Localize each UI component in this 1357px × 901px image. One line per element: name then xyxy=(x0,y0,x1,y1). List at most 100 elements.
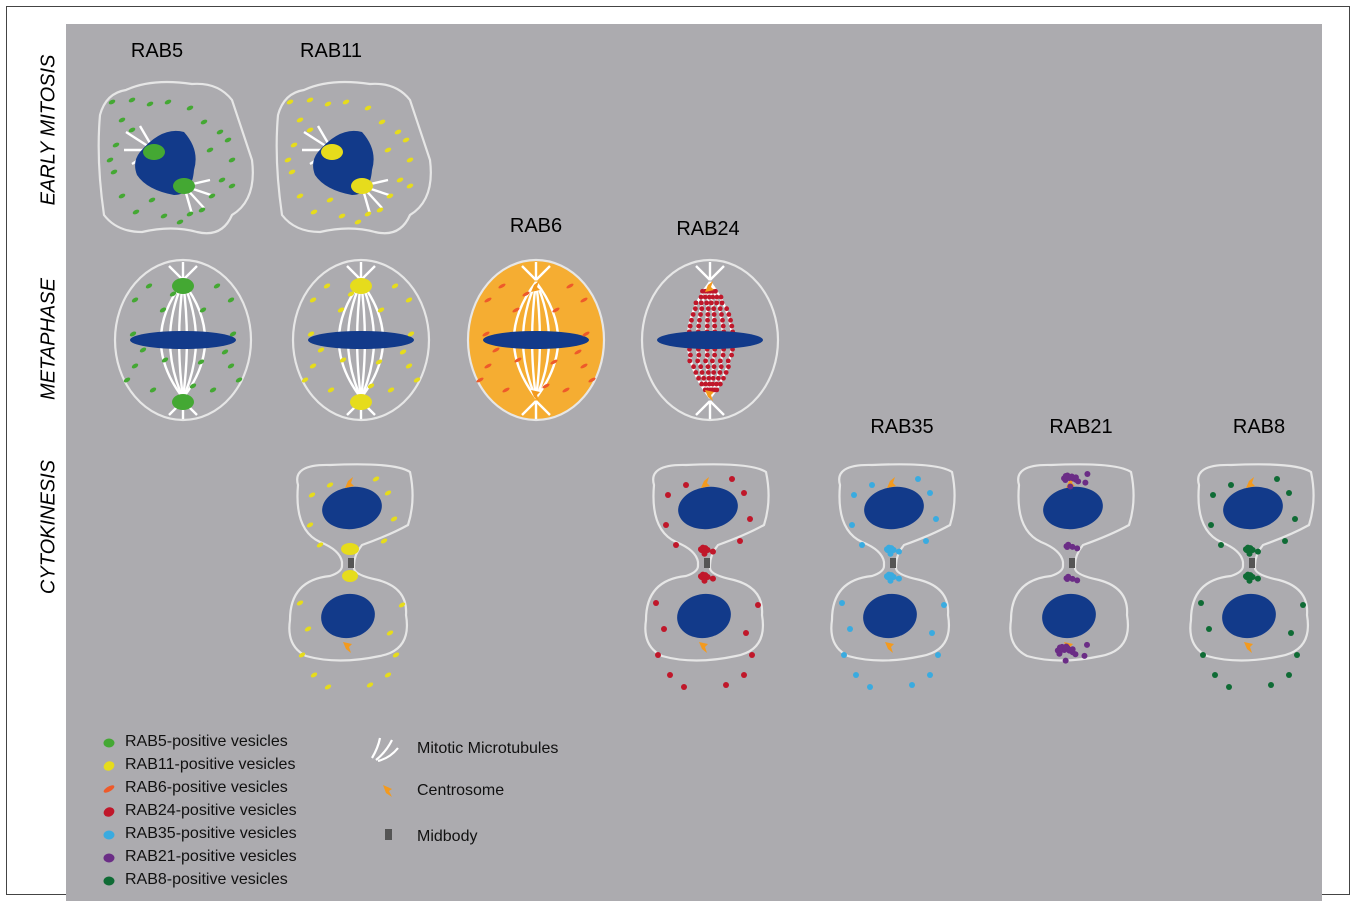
vesicle xyxy=(710,381,716,387)
vesicle xyxy=(106,157,114,163)
vesicle xyxy=(849,522,855,528)
nucleus xyxy=(678,486,738,530)
centrosome xyxy=(531,281,540,292)
vesicle xyxy=(698,364,704,370)
vesicle xyxy=(705,306,711,312)
vesicle xyxy=(580,363,588,369)
vesicle xyxy=(562,387,570,393)
vesicle xyxy=(741,672,747,678)
vesicle xyxy=(112,142,120,148)
vesicle xyxy=(160,213,168,219)
nucleus xyxy=(321,593,375,639)
cell-membrane xyxy=(288,463,414,662)
vesicle xyxy=(309,297,317,303)
vesicle xyxy=(718,364,724,370)
vesicle xyxy=(476,377,484,383)
vesicle xyxy=(148,197,156,203)
vesicle xyxy=(384,490,392,496)
cell-cytokinesis-rab35 xyxy=(830,463,956,690)
legend-label-vesicles-5: RAB21-positive vesicles xyxy=(125,848,297,865)
vesicle xyxy=(1084,470,1091,477)
vesicle xyxy=(1074,577,1081,584)
vesicle xyxy=(324,101,332,107)
nucleus xyxy=(864,486,924,530)
vesicle xyxy=(296,193,304,199)
vesicle xyxy=(726,364,731,370)
vesicle xyxy=(208,193,216,199)
cell-metaphase-rab24 xyxy=(640,258,780,422)
vesicle xyxy=(394,129,402,135)
vesicle xyxy=(228,157,236,163)
vesicle xyxy=(209,387,217,393)
vesicle xyxy=(169,291,177,297)
vesicle xyxy=(717,370,723,375)
centrosome-cluster xyxy=(350,394,372,410)
midbody xyxy=(704,558,710,568)
vesicle xyxy=(681,684,687,690)
column-title-rab11: RAB11 xyxy=(300,40,362,62)
vesicle xyxy=(139,347,147,353)
vesicle xyxy=(712,323,718,329)
vesicle xyxy=(859,542,865,548)
cell-metaphase-rab5 xyxy=(113,258,253,422)
cell-early-mitosis-rab11 xyxy=(275,80,432,235)
vesicle xyxy=(710,375,716,381)
legend-swatch-6 xyxy=(103,876,115,886)
midbody-cluster xyxy=(342,570,358,582)
vesicle xyxy=(887,577,894,584)
vesicle xyxy=(696,375,701,381)
cell-membrane xyxy=(275,80,432,235)
vesicle xyxy=(720,352,726,358)
vesicle xyxy=(655,652,661,658)
vesicle xyxy=(566,283,574,289)
vesicle xyxy=(316,542,324,548)
vesicle xyxy=(711,306,717,312)
legend-swatch-0 xyxy=(103,738,115,748)
vesicle xyxy=(1247,545,1254,552)
vesicle xyxy=(128,97,136,103)
vesicle xyxy=(1067,483,1074,490)
vesicle xyxy=(729,352,735,358)
vesicle xyxy=(323,283,331,289)
vesicle xyxy=(909,682,915,688)
vesicle xyxy=(1274,476,1280,482)
microtubule xyxy=(182,265,198,281)
vesicle xyxy=(717,358,723,364)
vesicle xyxy=(1072,474,1079,481)
vesicle xyxy=(542,383,550,389)
vesicle xyxy=(484,297,492,303)
vesicle xyxy=(366,682,374,688)
cell-cytokinesis-rab21 xyxy=(1009,463,1135,664)
vesicle xyxy=(717,381,723,387)
vesicle xyxy=(164,99,172,105)
cell-cytokinesis-rab24 xyxy=(644,463,770,690)
vesicle xyxy=(324,684,332,690)
vesicle xyxy=(390,516,398,522)
vesicle xyxy=(941,602,947,608)
vesicle xyxy=(304,626,312,632)
vesicle xyxy=(354,219,362,225)
vesicle xyxy=(284,157,292,163)
vesicle xyxy=(895,575,902,582)
centrosome xyxy=(699,642,708,653)
vesicle xyxy=(709,548,716,555)
vesicle xyxy=(1246,550,1253,557)
legend-swatch-1 xyxy=(103,761,115,771)
microtubule xyxy=(709,265,725,281)
vesicle xyxy=(1083,641,1090,648)
vesicle xyxy=(714,294,720,300)
vesicle xyxy=(888,572,895,579)
vesicle xyxy=(317,347,325,353)
nucleus xyxy=(863,593,917,639)
vesicle xyxy=(129,331,137,337)
midbody xyxy=(890,558,896,568)
vesicle xyxy=(711,370,717,375)
vesicle xyxy=(923,538,929,544)
centrosome-cluster xyxy=(351,178,373,194)
vesicle xyxy=(110,169,118,175)
vesicle xyxy=(714,300,720,306)
vesicle xyxy=(227,363,235,369)
vesicle xyxy=(306,97,314,103)
cell-membrane xyxy=(291,258,431,422)
vesicle xyxy=(699,370,705,375)
